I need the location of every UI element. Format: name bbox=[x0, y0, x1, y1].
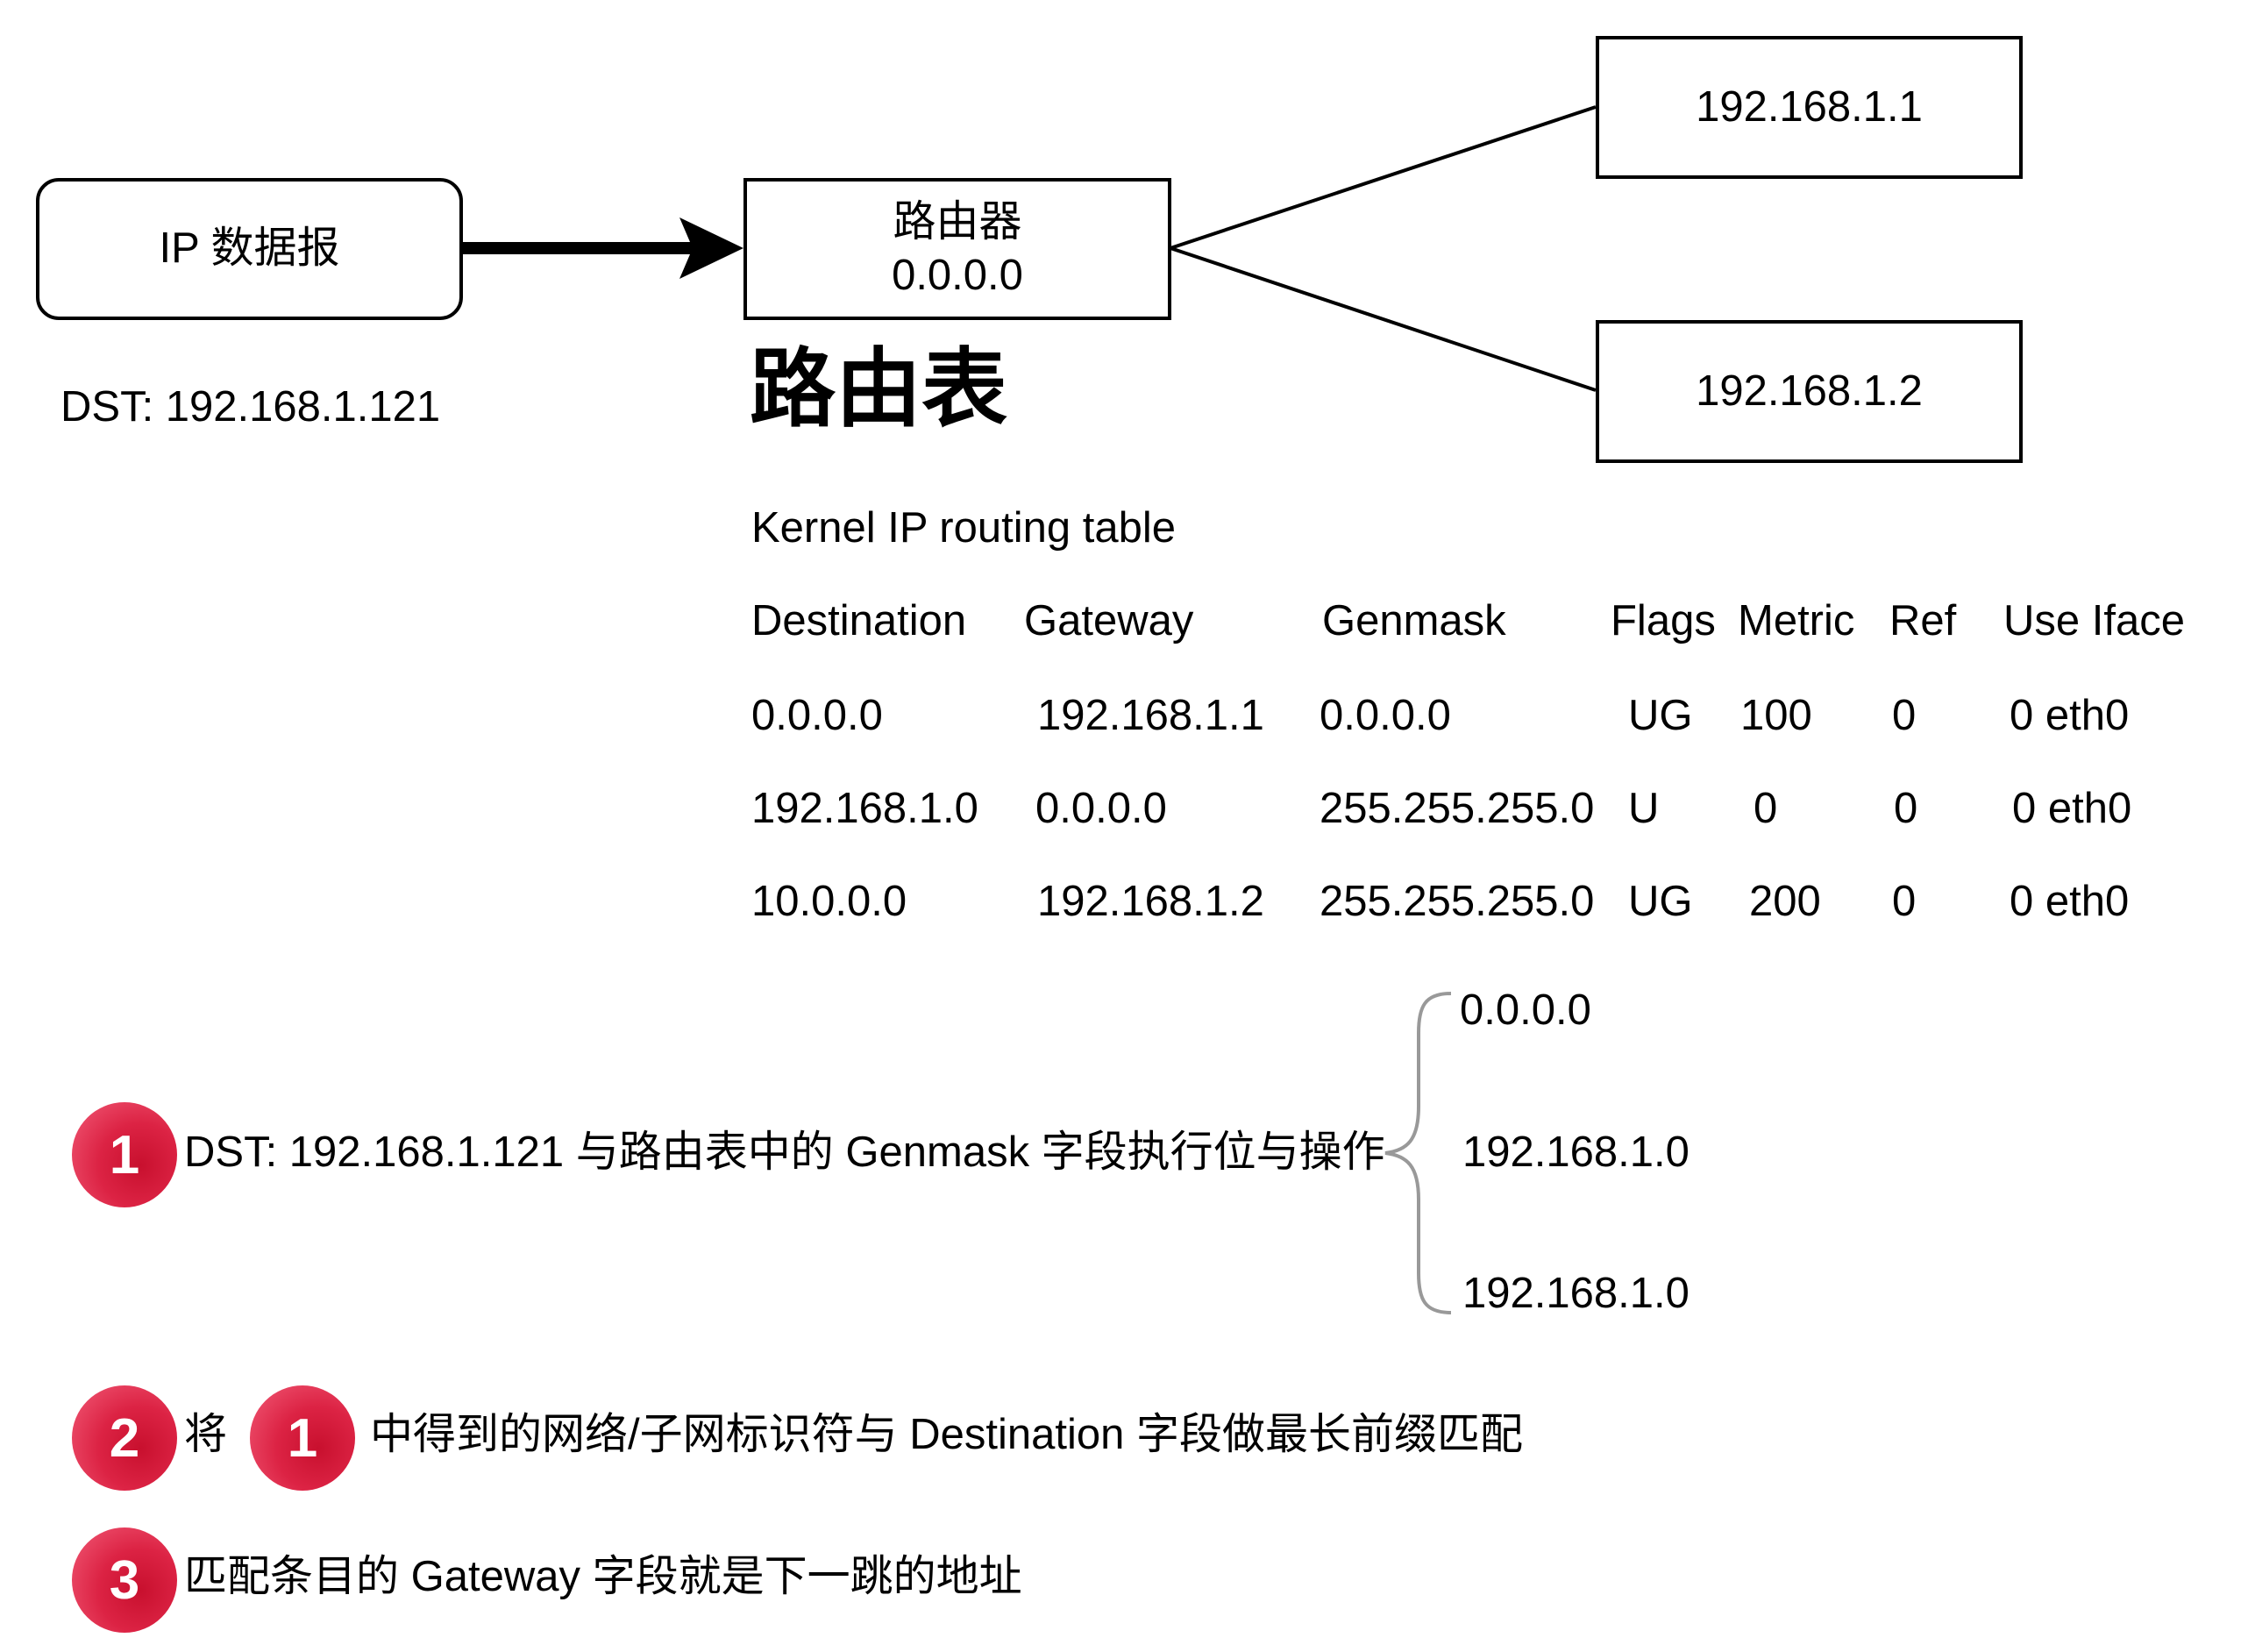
cell-flags: U bbox=[1628, 785, 1660, 832]
cell-ref: 0 bbox=[1892, 692, 1917, 739]
ip-packet-box: IP 数据报 bbox=[36, 178, 463, 320]
step-badge-2: 2 bbox=[72, 1385, 177, 1491]
and-result-2: 192.168.1.0 bbox=[1462, 1129, 1690, 1176]
cell-genmask: 255.255.255.0 bbox=[1320, 785, 1595, 832]
ip-packet-label: IP 数据报 bbox=[159, 224, 340, 273]
header-metric: Metric bbox=[1738, 597, 1855, 644]
cell-destination: 192.168.1.0 bbox=[751, 785, 978, 832]
cell-metric: 0 bbox=[1754, 785, 1778, 832]
cell-use-iface: 0 eth0 bbox=[2012, 785, 2132, 832]
next-hop-box-2: 192.168.1.2 bbox=[1596, 320, 2023, 463]
header-flags: Flags bbox=[1611, 597, 1716, 644]
router-name: 路由器 bbox=[893, 197, 1022, 246]
curly-brace bbox=[1384, 992, 1452, 1314]
router-box: 路由器 0.0.0.0 bbox=[743, 178, 1171, 320]
router-to-hop2-line bbox=[1170, 246, 1597, 392]
step-2-text: 中得到的网络/子网标识符与 Destination 字段做最长前缀匹配 bbox=[370, 1411, 1523, 1458]
and-result-1: 0.0.0.0 bbox=[1460, 986, 1591, 1034]
header-gateway: Gateway bbox=[1024, 597, 1194, 644]
cell-ref: 0 bbox=[1894, 785, 1918, 832]
cell-destination: 10.0.0.0 bbox=[751, 878, 907, 925]
step-3-text: 匹配条目的 Gateway 字段就是下一跳的地址 bbox=[184, 1553, 1022, 1600]
next-hop-box-1: 192.168.1.1 bbox=[1596, 36, 2023, 179]
cell-use-iface: 0 eth0 bbox=[2010, 692, 2130, 739]
cell-flags: UG bbox=[1628, 692, 1693, 739]
packet-to-router-arrowhead bbox=[679, 217, 743, 279]
router-to-hop1-line bbox=[1170, 105, 1597, 250]
routing-table-caption: Kernel IP routing table bbox=[751, 504, 1176, 552]
step-badge-1: 1 bbox=[72, 1102, 177, 1207]
cell-ref: 0 bbox=[1892, 878, 1917, 925]
cell-genmask: 0.0.0.0 bbox=[1320, 692, 1451, 739]
cell-genmask: 255.255.255.0 bbox=[1320, 878, 1595, 925]
cell-gateway: 192.168.1.1 bbox=[1037, 692, 1264, 739]
cell-flags: UG bbox=[1628, 878, 1693, 925]
step-2-prefix: 将 bbox=[184, 1411, 228, 1458]
packet-destination: DST: 192.168.1.121 bbox=[60, 383, 441, 431]
cell-use-iface: 0 eth0 bbox=[2010, 878, 2130, 925]
header-genmask: Genmask bbox=[1322, 597, 1506, 644]
header-destination: Destination bbox=[751, 597, 967, 644]
cell-metric: 100 bbox=[1740, 692, 1812, 739]
routing-table-title: 路由表 bbox=[750, 339, 1008, 439]
next-hop-ip-2: 192.168.1.2 bbox=[1696, 367, 1923, 415]
header-use-iface: Use Iface bbox=[2003, 597, 2185, 644]
step-badge-3: 3 bbox=[72, 1527, 177, 1633]
cell-gateway: 192.168.1.2 bbox=[1037, 878, 1264, 925]
step-1-text: DST: 192.168.1.121 与路由表中的 Genmask 字段执行位与… bbox=[184, 1129, 1385, 1176]
next-hop-ip-1: 192.168.1.1 bbox=[1696, 82, 1923, 131]
step-2-ref-badge: 1 bbox=[250, 1385, 355, 1491]
header-ref: Ref bbox=[1889, 597, 1957, 644]
cell-metric: 200 bbox=[1749, 878, 1821, 925]
and-result-3: 192.168.1.0 bbox=[1462, 1270, 1690, 1317]
cell-destination: 0.0.0.0 bbox=[751, 692, 883, 739]
cell-gateway: 0.0.0.0 bbox=[1035, 785, 1167, 832]
router-ip: 0.0.0.0 bbox=[892, 252, 1023, 299]
